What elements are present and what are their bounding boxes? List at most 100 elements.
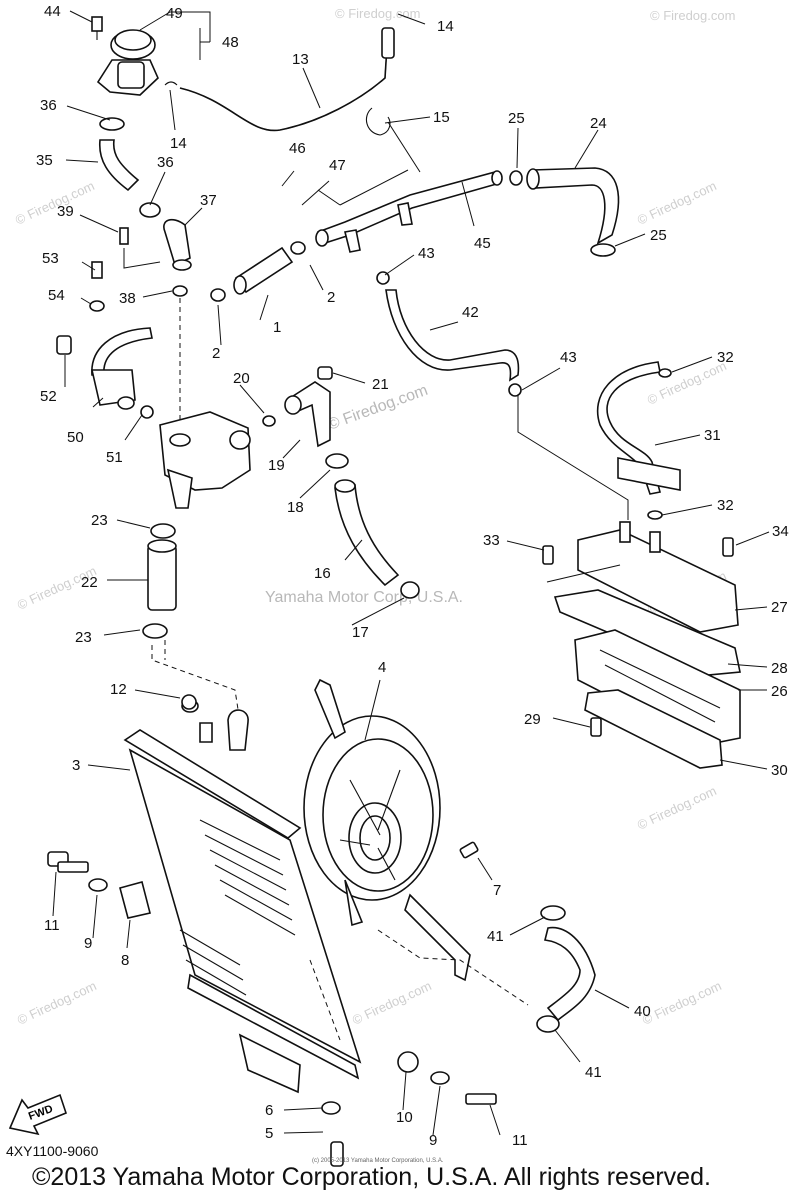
watermark: © Firedog.com: [635, 178, 719, 228]
callout-23: 23: [75, 629, 92, 646]
hose-1: [210, 241, 306, 302]
callout-43: 43: [560, 349, 577, 366]
callout-9: 9: [84, 935, 92, 952]
copyright-notice: ©2013 Yamaha Motor Corporation, U.S.A. A…: [32, 1163, 711, 1191]
breather-plate-26: [574, 629, 741, 746]
fitting-19: [284, 366, 333, 448]
callout-40: 40: [634, 1003, 651, 1020]
callout-43: 43: [418, 245, 435, 262]
cooling-fan: [303, 678, 471, 982]
callout-34: 34: [772, 523, 789, 540]
callout-30: 30: [771, 762, 788, 779]
callout-38: 38: [119, 290, 136, 307]
callout-53: 53: [42, 250, 59, 267]
pipe-42: [376, 271, 522, 397]
callout-54: 54: [48, 287, 65, 304]
callout-50: 50: [67, 429, 84, 446]
watermark-center: Yamaha Motor Corp, U.S.A.: [265, 589, 463, 606]
hose-13: [179, 29, 389, 132]
gasket-30: [584, 689, 723, 769]
callout-44: 44: [44, 3, 61, 20]
callout-42: 42: [462, 304, 479, 321]
callout-46: 46: [289, 140, 306, 157]
callout-28: 28: [771, 660, 788, 677]
breather-pipe-31: [596, 361, 681, 520]
callout-18: 18: [287, 499, 304, 516]
callout-2: 2: [327, 289, 335, 306]
callout-33: 33: [483, 532, 500, 549]
callout-31: 31: [704, 427, 721, 444]
callout-14: 14: [437, 18, 454, 35]
gasket-28: [553, 589, 741, 676]
hose-40: [536, 905, 596, 1033]
pipe-50: [56, 261, 153, 410]
watermark: © Firedog.com: [635, 783, 719, 833]
callout-35: 35: [36, 152, 53, 169]
watermark: © Firedog.com: [650, 8, 735, 23]
callout-5: 5: [265, 1125, 273, 1142]
callout-7: 7: [493, 882, 501, 899]
callout-17: 17: [352, 624, 369, 641]
hose-22: [142, 523, 243, 736]
pipe-45: [315, 170, 503, 253]
callout-4: 4: [378, 659, 386, 676]
callout-20: 20: [233, 370, 250, 387]
callout-25: 25: [650, 227, 667, 244]
callout-11: 11: [512, 1132, 528, 1149]
callout-12: 12: [110, 681, 127, 698]
callout-52: 52: [40, 388, 57, 405]
bolt-29: [590, 717, 602, 737]
watermark: © Firedog.com: [335, 6, 420, 21]
callout-3: 3: [72, 757, 80, 774]
radiator: [123, 699, 362, 1094]
callout-51: 51: [106, 449, 123, 466]
callout-47: 47: [329, 157, 346, 174]
radiator-cap-assembly: [91, 16, 178, 96]
watermark: © Firedog.com: [15, 978, 99, 1028]
callout-8: 8: [121, 952, 129, 969]
callout-29: 29: [524, 711, 541, 728]
callout-49: 49: [166, 5, 183, 22]
watermark: © Firedog.com: [350, 978, 434, 1028]
callout-32: 32: [717, 497, 734, 514]
fitting-37: [163, 218, 192, 271]
callout-37: 37: [200, 192, 217, 209]
watermark: © Firedog.com: [13, 178, 97, 228]
callout-24: 24: [590, 115, 607, 132]
callout-25: 25: [508, 110, 525, 127]
callout-26: 26: [771, 683, 788, 700]
fwd-arrow: FWD: [8, 1093, 67, 1136]
callout-21: 21: [372, 376, 389, 393]
callout-14: 14: [170, 135, 187, 152]
callout-6: 6: [265, 1102, 273, 1119]
radiator-fins: [179, 819, 296, 996]
cylinder-head-cover: [542, 521, 739, 633]
callout-36: 36: [40, 97, 57, 114]
thermostat-housing: [140, 285, 276, 509]
hose-24: [509, 167, 620, 257]
watermark: © Firedog.com: [640, 978, 724, 1028]
hose-35: [99, 117, 161, 218]
callout-10: 10: [396, 1109, 413, 1126]
callout-16: 16: [314, 565, 331, 582]
leader-lines: [52, 10, 770, 1136]
diagram-code: 4XY1100-9060: [6, 1143, 99, 1159]
callouts: 1 2 2 3 4 5 6 7 8 9 9 10 11 11 12 13 14 …: [36, 3, 789, 1149]
bolt-39: [119, 227, 129, 245]
callout-9: 9: [429, 1132, 437, 1149]
callout-27: 27: [771, 599, 788, 616]
callout-15: 15: [433, 109, 450, 126]
callout-2: 2: [212, 345, 220, 362]
callout-41: 41: [585, 1064, 602, 1081]
callout-22: 22: [81, 574, 98, 591]
callout-48: 48: [222, 34, 239, 51]
hardware: [47, 640, 529, 1167]
callout-11: 11: [44, 917, 60, 934]
callout-1: 1: [273, 319, 281, 336]
hose-16: [325, 453, 420, 599]
callout-36: 36: [157, 154, 174, 171]
callout-45: 45: [474, 235, 491, 252]
callout-32: 32: [717, 349, 734, 366]
callout-41: 41: [487, 928, 504, 945]
